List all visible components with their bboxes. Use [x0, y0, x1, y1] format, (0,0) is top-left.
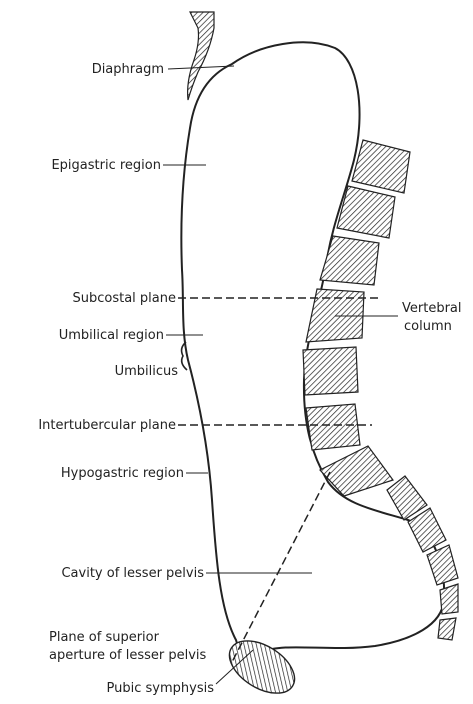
- label-plane-superior-aperture-line1: Plane of superior: [49, 630, 160, 645]
- label-epigastric-region: Epigastric region: [51, 158, 161, 173]
- diaphragm-shape: [188, 12, 214, 100]
- label-umbilicus: Umbilicus: [115, 364, 179, 379]
- label-diaphragm: Diaphragm: [92, 62, 164, 77]
- coccyx-2: [438, 618, 456, 640]
- vertebra-3: [320, 236, 379, 285]
- label-vertebral-column-line2: column: [404, 319, 452, 334]
- sacrum-1: [320, 446, 393, 496]
- label-subcostal-plane: Subcostal plane: [73, 291, 177, 306]
- label-hypogastric-region: Hypogastric region: [61, 466, 184, 481]
- label-plane-superior-aperture-line2: aperture of lesser pelvis: [49, 648, 207, 663]
- vertebra-5: [303, 347, 358, 395]
- vertebra-6: [306, 404, 360, 450]
- superior-aperture-plane-line: [232, 472, 330, 662]
- label-pubic-symphysis: Pubic symphysis: [107, 681, 215, 696]
- vertebral-column: [303, 140, 458, 640]
- label-intertubercular-plane: Intertubercular plane: [38, 418, 176, 433]
- coccyx-1: [440, 584, 458, 614]
- vertebra-1: [352, 140, 410, 193]
- label-umbilical-region: Umbilical region: [59, 328, 164, 343]
- sacrum-3: [408, 508, 446, 552]
- label-cavity-of-lesser-pelvis: Cavity of lesser pelvis: [61, 566, 204, 581]
- sacrum-4: [427, 545, 458, 585]
- label-vertebral-column-line1: Vertebral: [402, 301, 462, 316]
- pubic-symphysis-shape: [220, 630, 303, 699]
- vertebra-2: [337, 186, 395, 238]
